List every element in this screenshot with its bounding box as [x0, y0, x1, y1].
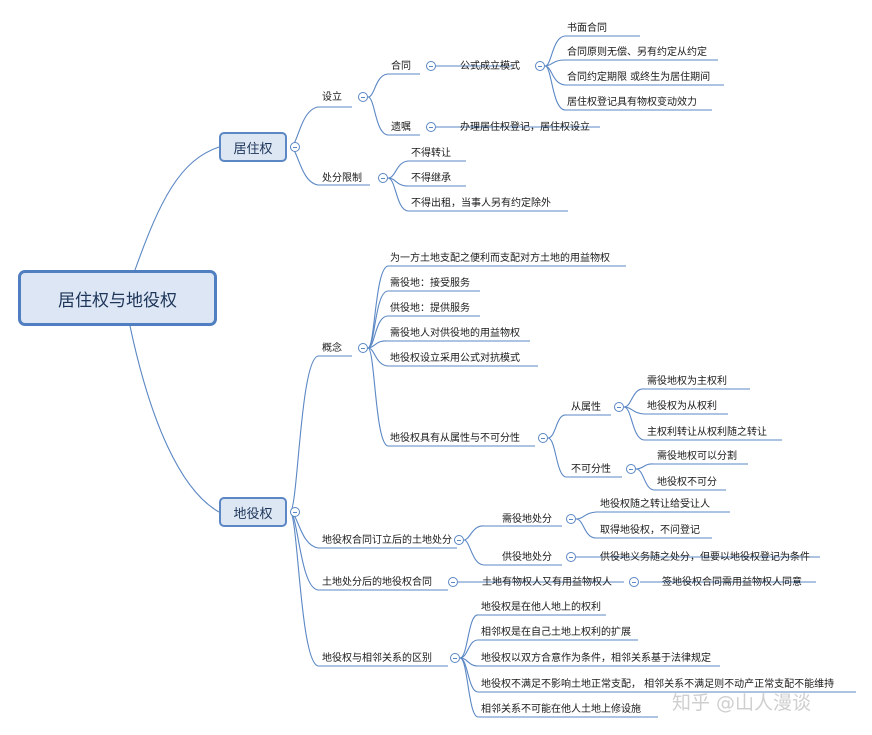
collapse-icon[interactable]: [629, 577, 639, 587]
node-chufen[interactable]: 处分限制: [322, 173, 362, 184]
leaf-node[interactable]: 地役权不可分: [657, 477, 717, 488]
node-qubie[interactable]: 地役权与相邻关系的区别: [322, 653, 432, 664]
root-node[interactable]: 居住权与地役权: [18, 270, 217, 326]
node-hetong2[interactable]: 土地处分后的地役权合同: [322, 577, 432, 588]
collapse-icon[interactable]: [426, 61, 436, 71]
node-juzhuquan[interactable]: 居住权: [219, 132, 287, 162]
collapse-icon[interactable]: [535, 61, 545, 71]
node-yizhu[interactable]: 遗嘱: [391, 122, 411, 133]
leaf-node[interactable]: 书面合同: [567, 23, 607, 34]
leaf-node[interactable]: 供役地：提供服务: [390, 303, 470, 314]
leaf-node[interactable]: 供役地义务随之处分，但要以地役权登记为条件: [600, 552, 810, 563]
collapse-icon[interactable]: [448, 577, 458, 587]
leaf-node[interactable]: 合同约定期限 或终生为居住期间: [567, 72, 711, 83]
collapse-icon[interactable]: [378, 173, 388, 183]
collapse-icon[interactable]: [358, 92, 368, 102]
node-sheli[interactable]: 设立: [322, 92, 342, 103]
node-tudi-chufen[interactable]: 地役权合同订立后的土地处分: [322, 535, 452, 546]
leaf-node[interactable]: 需役地权可以分割: [657, 451, 737, 462]
node-congshu[interactable]: 从属性: [571, 402, 601, 413]
node-gongshi[interactable]: 公式成立模式: [460, 61, 520, 72]
node-wuquan[interactable]: 土地有物权人又有用益物权人: [482, 577, 612, 588]
leaf-node[interactable]: 签地役权合同需用益物权人同意: [662, 577, 802, 588]
leaf-node[interactable]: 主权利转让从权利随之转让: [647, 427, 767, 438]
collapse-icon[interactable]: [450, 653, 460, 663]
node-bukefen[interactable]: 不可分性: [571, 464, 611, 475]
leaf-node[interactable]: 取得地役权，不问登记: [600, 525, 700, 536]
node-xuyi[interactable]: 需役地处分: [502, 514, 552, 525]
watermark: 知乎 @山人漫谈: [672, 692, 812, 714]
leaf-node[interactable]: 相邻权是在自己土地上权利的扩展: [481, 627, 631, 638]
leaf-node[interactable]: 需役地人对供役地的用益物权: [390, 328, 520, 339]
leaf-node[interactable]: 不得转让: [411, 148, 451, 159]
leaf-node[interactable]: 地役权为从权利: [647, 401, 717, 412]
node-gainian[interactable]: 概念: [322, 343, 342, 354]
leaf-node[interactable]: 需役地：接受服务: [390, 278, 470, 289]
leaf-node[interactable]: 地役权是在他人地上的权利: [481, 602, 601, 613]
collapse-icon[interactable]: [426, 122, 436, 132]
collapse-icon[interactable]: [566, 552, 576, 562]
leaf-node[interactable]: 不得继承: [411, 173, 451, 184]
collapse-icon[interactable]: [358, 343, 368, 353]
leaf-node[interactable]: 办理居住权登记，居住权设立: [460, 122, 590, 133]
collapse-icon[interactable]: [290, 507, 300, 517]
collapse-icon[interactable]: [566, 514, 576, 524]
collapse-icon[interactable]: [538, 433, 548, 443]
collapse-icon[interactable]: [290, 142, 300, 152]
leaf-node[interactable]: 为一方土地支配之便利而支配对方土地的用益物权: [390, 253, 610, 264]
node-shuxing[interactable]: 地役权具有从属性与不可分性: [390, 433, 520, 444]
node-diyiquan[interactable]: 地役权: [219, 497, 287, 527]
leaf-node[interactable]: 需役地权为主权利: [647, 376, 727, 387]
leaf-node[interactable]: 不得出租，当事人另有约定除外: [411, 198, 551, 209]
leaf-node[interactable]: 地役权以双方合意作为条件，相邻关系基于法律规定: [481, 653, 711, 664]
node-hetong[interactable]: 合同: [391, 61, 411, 72]
leaf-node[interactable]: 地役权设立采用公式对抗模式: [390, 353, 520, 364]
leaf-node[interactable]: 居住权登记具有物权变动效力: [567, 97, 697, 108]
node-gongyi[interactable]: 供役地处分: [502, 552, 552, 563]
leaf-node[interactable]: 合同原则无偿、另有约定从约定: [567, 47, 707, 58]
collapse-icon[interactable]: [614, 402, 624, 412]
leaf-node[interactable]: 相邻关系不可能在他人土地上修设施: [481, 704, 641, 715]
leaf-node[interactable]: 地役权不满足不影响土地正常支配， 相邻关系不满足则不动产正常支配不能维持: [481, 679, 835, 690]
collapse-icon[interactable]: [626, 464, 636, 474]
collapse-icon[interactable]: [454, 535, 464, 545]
leaf-node[interactable]: 地役权随之转让给受让人: [600, 499, 710, 510]
